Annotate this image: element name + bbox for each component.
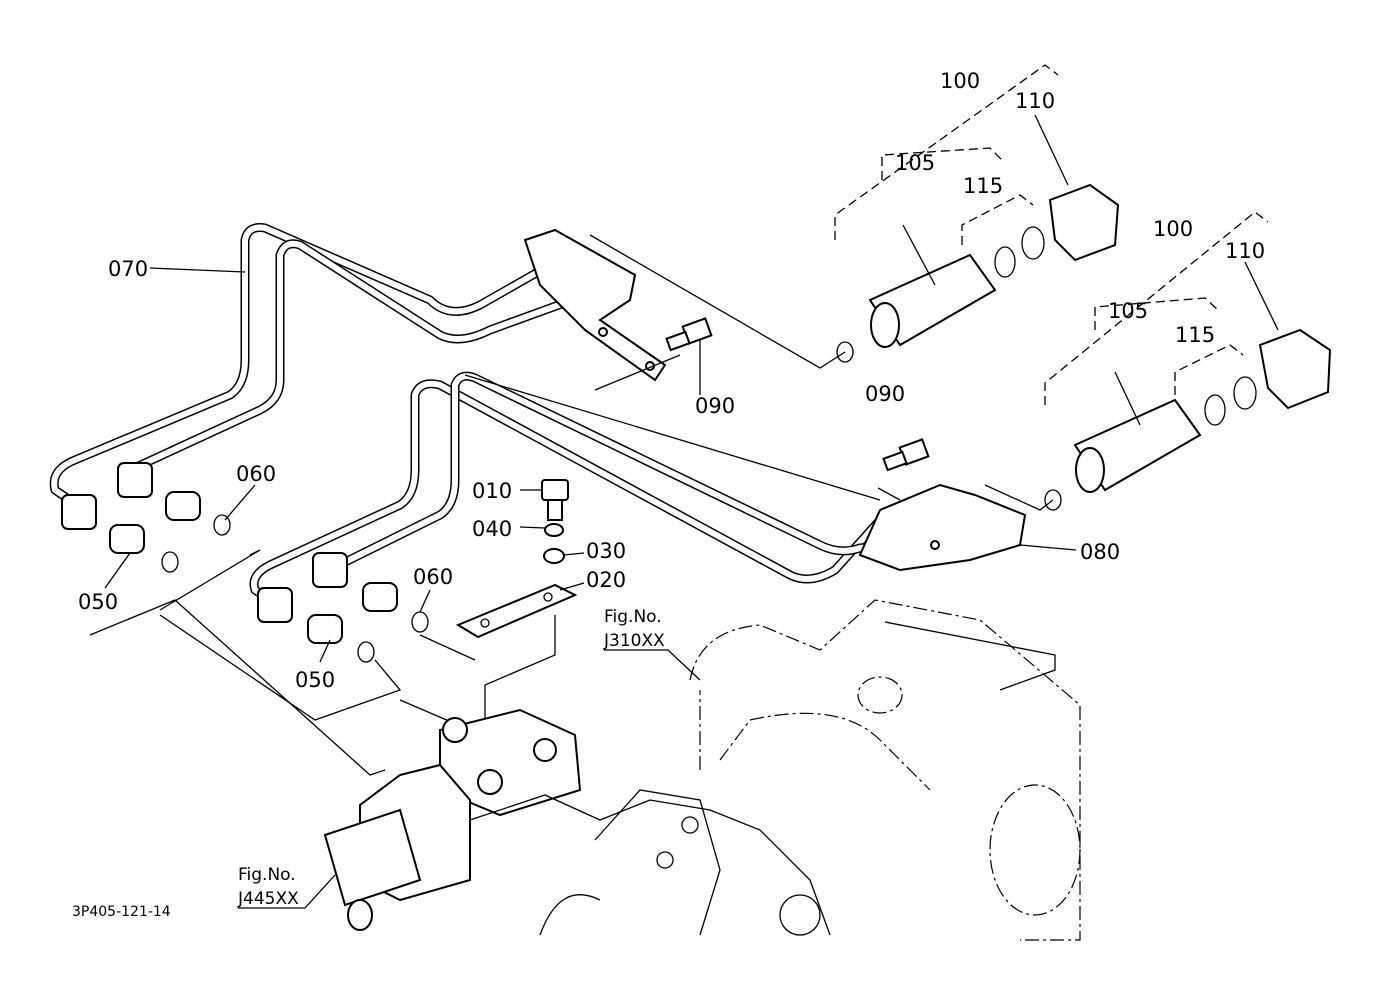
callout-090: 090 [695,394,735,418]
bolt-090-upper [665,317,713,352]
washer-030 [543,548,565,564]
fig-ref-number[interactable]: J310XX [603,631,665,651]
control-valve-j445xx [323,708,831,936]
quick-coupler-assembly-upper [836,183,1120,363]
callout-105: 105 [895,151,935,175]
callout-060: 060 [236,462,276,486]
callout-050: 050 [78,590,118,614]
transmission-housing-j310xx [689,599,1081,941]
bolt-010 [541,479,569,521]
fig-ref-number[interactable]: J445XX [237,889,299,909]
callout-050: 050 [295,668,335,692]
diagram-code: 3P405-121-14 [72,904,171,920]
callout-105: 105 [1108,299,1148,323]
callout-040: 040 [472,517,512,541]
plate-020 [455,583,578,639]
callout-110: 110 [1225,239,1265,263]
assembly-group-brackets [834,64,1269,405]
lock-washer-040 [544,523,564,537]
quick-coupler-assembly-lower [1044,328,1332,511]
pipe-bracket-080 [858,483,1027,572]
hydraulic-pipe-070 [49,223,602,504]
fittings-050 [61,462,398,644]
callout-110: 110 [1015,89,1055,113]
callout-115: 115 [1175,323,1215,347]
callout-060: 060 [413,565,453,589]
callout-080: 080 [1080,540,1120,564]
callout-010: 010 [472,479,512,503]
callout-070: 070 [108,257,148,281]
fig-ref-label: Fig.No. [238,865,296,885]
callout-leaders [104,114,1279,663]
callout-115: 115 [963,174,1003,198]
assembly-lines [89,234,1056,776]
callout-020: 020 [586,568,626,592]
leader-j310xx [604,649,701,681]
callout-030: 030 [586,539,626,563]
leader-j445xx [238,874,336,909]
fig-ref-label: Fig.No. [604,607,662,627]
hydraulic-pipe-lower [249,371,991,604]
callout-090: 090 [865,382,905,406]
bolt-090-lower [882,438,930,472]
callout-100: 100 [1153,217,1193,241]
callout-100: 100 [940,69,980,93]
